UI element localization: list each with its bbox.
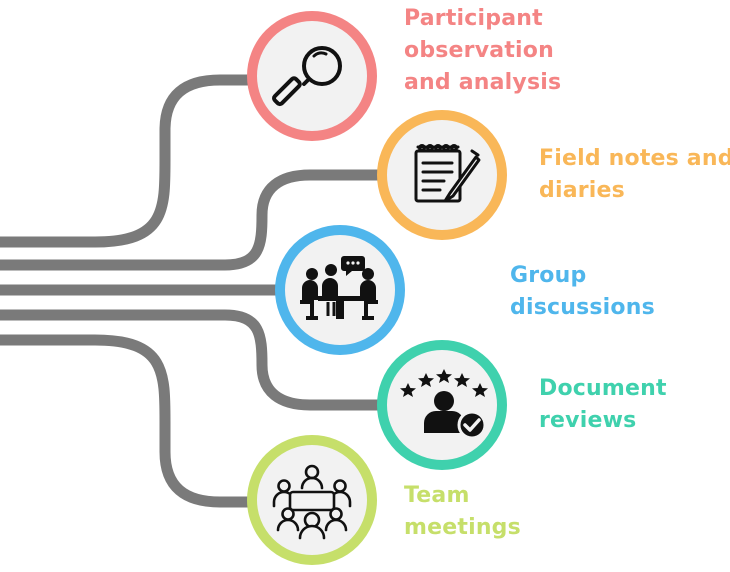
group-discussion-icon [300,256,378,320]
item-circle-participant-observation [247,11,377,141]
connector-lines [0,74,390,508]
ring-group-discussions [275,225,405,355]
label-line: Document [539,376,667,401]
label-participant-observation: Participant observation and analysis [404,3,561,99]
label-line: Team [404,483,470,508]
magnifying-glass-icon [272,46,342,107]
ring-participant-observation [247,11,377,141]
label-group-discussions: Group discussions [510,260,655,324]
connector-line-document-reviews [0,309,388,411]
label-line: reviews [539,408,637,433]
label-document-reviews: Document reviews [539,373,667,437]
connector-line-participant-observation [0,74,258,248]
label-line: diaries [539,178,625,203]
label-line: meetings [404,515,521,540]
connector-line-field-notes [0,169,390,271]
item-circle-group-discussions [275,225,405,355]
label-line: observation [404,38,554,63]
person-rating-icon [400,369,488,440]
label-line: Participant [404,6,543,31]
label-line: Field notes and [539,146,730,171]
label-field-notes: Field notes and diaries [539,143,730,207]
label-line: Group [510,263,587,288]
label-team-meetings: Team meetings [404,480,521,544]
label-line: discussions [510,295,655,320]
notepad-pen-icon [414,144,481,203]
connector-line-team-meetings [0,334,256,508]
team-meeting-icon [272,464,352,540]
label-line: and analysis [404,70,562,95]
